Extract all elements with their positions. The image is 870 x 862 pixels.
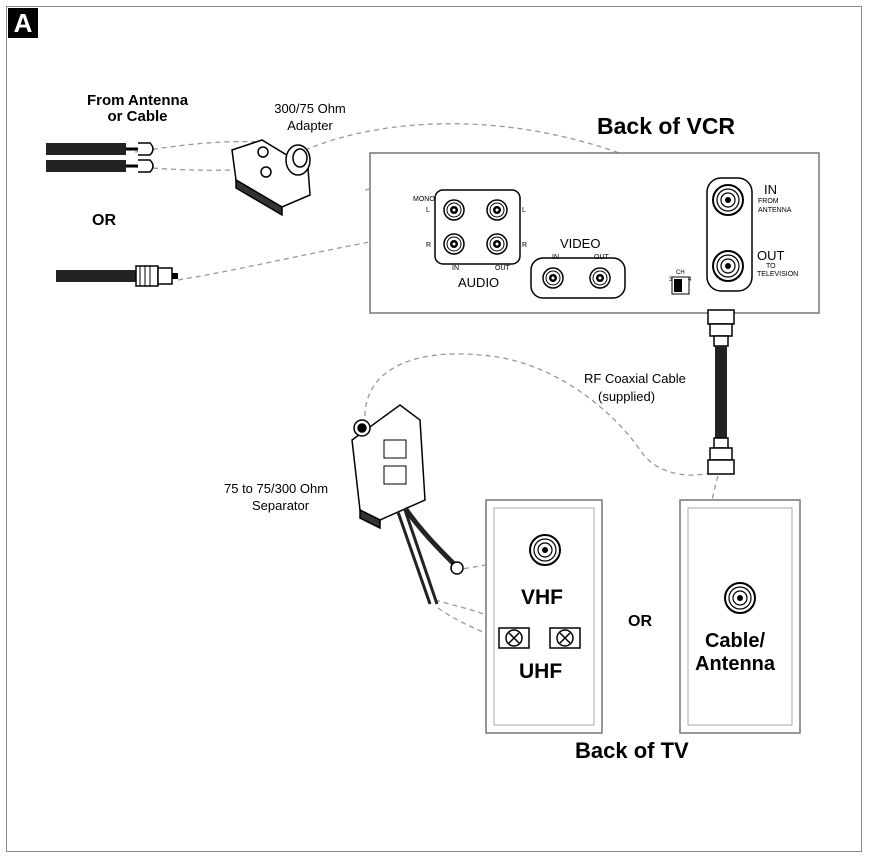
vcr-out-sub1: TO	[766, 263, 776, 270]
twin-lead-cable	[46, 142, 154, 173]
vcr-out-label: OUT	[757, 248, 785, 263]
dash-rf-to-separator	[364, 353, 721, 476]
svg-text:3: 3	[669, 277, 673, 283]
adapter-300-75	[231, 139, 311, 217]
coax-cable-left	[56, 265, 178, 287]
svg-text:IN: IN	[452, 265, 459, 272]
cable-antenna-label-line1: Cable/	[704, 630, 766, 652]
vcr-in-sub2: ANTENNA	[758, 207, 792, 214]
figure-frame	[6, 6, 862, 852]
rf-cable-label-line1: RF Coaxial Cable	[584, 371, 686, 386]
dash-separator-to-uhf-1	[434, 599, 511, 633]
video-label: VIDEO	[560, 236, 601, 251]
dash-antenna-to-adapter-top	[134, 140, 263, 153]
dash-antenna-to-adapter-bottom	[134, 166, 263, 171]
vcr-out-sub2: TELEVISION	[757, 271, 799, 278]
vcr-in-label: IN	[764, 182, 777, 197]
svg-text:IN: IN	[552, 254, 559, 261]
back-of-tv-title: Back of TV	[575, 738, 689, 763]
svg-text:CH: CH	[676, 270, 685, 276]
from-antenna-label: From Antenna	[86, 92, 189, 109]
svg-text:R: R	[522, 242, 527, 249]
svg-text:L: L	[426, 207, 430, 214]
svg-text:L: L	[522, 207, 526, 214]
separator-75-300	[351, 404, 464, 605]
svg-text:4: 4	[688, 277, 692, 283]
dash-separator-to-uhf-2	[437, 607, 546, 644]
vcr-in-sub1: FROM	[758, 198, 779, 205]
rf-coaxial-cable	[707, 309, 735, 475]
or-cable-label: or Cable	[107, 108, 168, 125]
cable-antenna-label-line2: Antenna	[695, 653, 775, 675]
svg-text:OUT: OUT	[495, 265, 511, 272]
tv-back-right	[679, 499, 801, 734]
mono-label: MONO	[413, 196, 435, 203]
or-label-left: OR	[92, 212, 116, 229]
separator-label-line1: 75 to 75/300 Ohm	[224, 481, 329, 496]
adapter-label-line2: Adapter	[287, 118, 333, 133]
figure-badge: A	[8, 8, 38, 38]
back-of-vcr-title: Back of VCR	[597, 113, 736, 139]
rf-cable-label-line2: (supplied)	[598, 389, 656, 404]
uhf-label: UHF	[519, 660, 563, 683]
tv-back-left	[485, 499, 603, 734]
audio-label: AUDIO	[458, 275, 500, 290]
vhf-label: VHF	[521, 586, 563, 609]
vcr-back-panel: MONO L L R R IN OUT IN OUT CH 3 4	[369, 152, 820, 314]
svg-text:OUT: OUT	[594, 254, 610, 261]
separator-label-line2: Separator	[252, 498, 310, 513]
or-label-right: OR	[628, 613, 652, 630]
svg-text:R: R	[426, 242, 431, 249]
adapter-label-line1: 300/75 Ohm	[274, 101, 346, 116]
